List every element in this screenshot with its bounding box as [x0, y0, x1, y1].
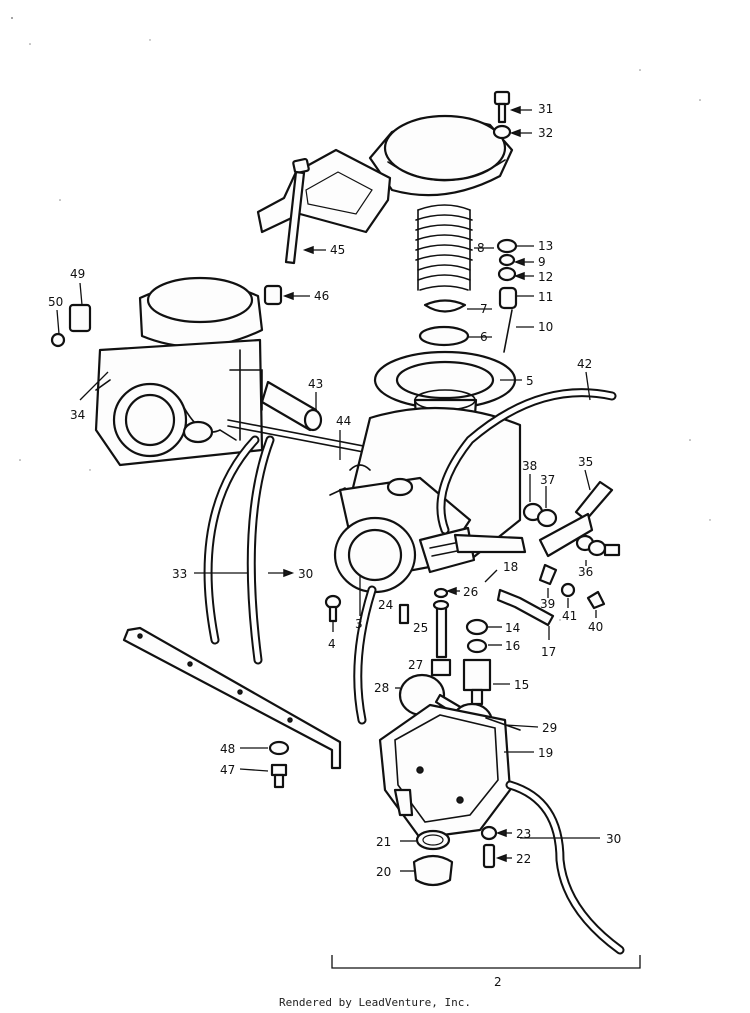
left-carburetor [94, 276, 323, 467]
throttle-lever [522, 480, 621, 610]
callout-34: 34 [70, 408, 85, 422]
throttle-spring [415, 204, 473, 291]
cover-gasket [256, 148, 392, 234]
mounting-bracket [122, 626, 342, 789]
callout-38: 38 [522, 459, 537, 473]
callout-13: 13 [538, 239, 553, 253]
drain-parts [412, 825, 498, 887]
callout-39: 39 [540, 597, 555, 611]
callout-17: 17 [541, 645, 556, 659]
callout-23: 23 [516, 827, 531, 841]
callout-6: 6 [480, 330, 488, 344]
assembly-bracket [331, 955, 641, 969]
callout-30-upper: 30 [298, 567, 313, 581]
callout-5: 5 [526, 374, 534, 388]
callout-40: 40 [588, 620, 603, 634]
carburetor-top-cover [368, 114, 514, 197]
callout-9: 9 [538, 255, 546, 269]
callout-48: 48 [220, 742, 235, 756]
needle-retainer [418, 299, 470, 347]
jet-parts [324, 587, 452, 677]
callout-43: 43 [308, 377, 323, 391]
callout-21: 21 [376, 835, 391, 849]
callout-26: 26 [463, 585, 478, 599]
float-chamber [378, 703, 521, 840]
callout-8: 8 [477, 241, 485, 255]
callout-44: 44 [336, 414, 351, 428]
callout-12: 12 [538, 270, 553, 284]
callout-24: 24 [378, 598, 393, 612]
callout-30-lower: 30 [606, 832, 621, 846]
choke-knob-left [50, 303, 92, 348]
callout-10: 10 [538, 320, 553, 334]
callout-20: 20 [376, 865, 391, 879]
callout-41: 41 [562, 609, 577, 623]
callout-37: 37 [540, 473, 555, 487]
callout-27: 27 [408, 658, 423, 672]
footer-credit: Rendered by LeadVenture, Inc. [278, 996, 472, 1009]
hose-42 [436, 388, 617, 535]
top-screw [492, 90, 512, 140]
callout-15: 15 [514, 678, 529, 692]
float-needle-valve [462, 588, 555, 706]
callout-11: 11 [538, 290, 553, 304]
callout-42: 42 [577, 357, 592, 371]
callout-45: 45 [330, 243, 345, 257]
callout-50: 50 [48, 295, 63, 309]
callout-3: 3 [355, 617, 363, 631]
callout-46: 46 [314, 289, 329, 303]
callout-7: 7 [480, 302, 488, 316]
callout-22: 22 [516, 852, 531, 866]
callout-28: 28 [374, 681, 389, 695]
callout-4: 4 [328, 637, 336, 651]
callout-25: 25 [413, 621, 428, 635]
right-carburetor [329, 406, 527, 594]
callout-14: 14 [505, 621, 520, 635]
callout-35: 35 [578, 455, 593, 469]
callout-labels: 31 32 8 13 9 12 11 7 10 6 5 45 46 49 50 … [48, 102, 621, 989]
callout-19: 19 [538, 746, 553, 760]
callout-36: 36 [578, 565, 593, 579]
adjuster-rod [263, 157, 310, 306]
callout-47: 47 [220, 763, 235, 777]
callout-49: 49 [70, 267, 85, 281]
callout-16: 16 [505, 639, 520, 653]
callout-31: 31 [538, 102, 553, 116]
callout-18: 18 [503, 560, 518, 574]
hose-33-30 [203, 435, 377, 725]
callout-32: 32 [538, 126, 553, 140]
arrowheads [282, 105, 525, 863]
drain-hose [505, 780, 625, 955]
callout-33: 33 [172, 567, 187, 581]
jet-needle [496, 238, 518, 353]
callout-2: 2 [494, 975, 502, 989]
callout-29: 29 [542, 721, 557, 735]
